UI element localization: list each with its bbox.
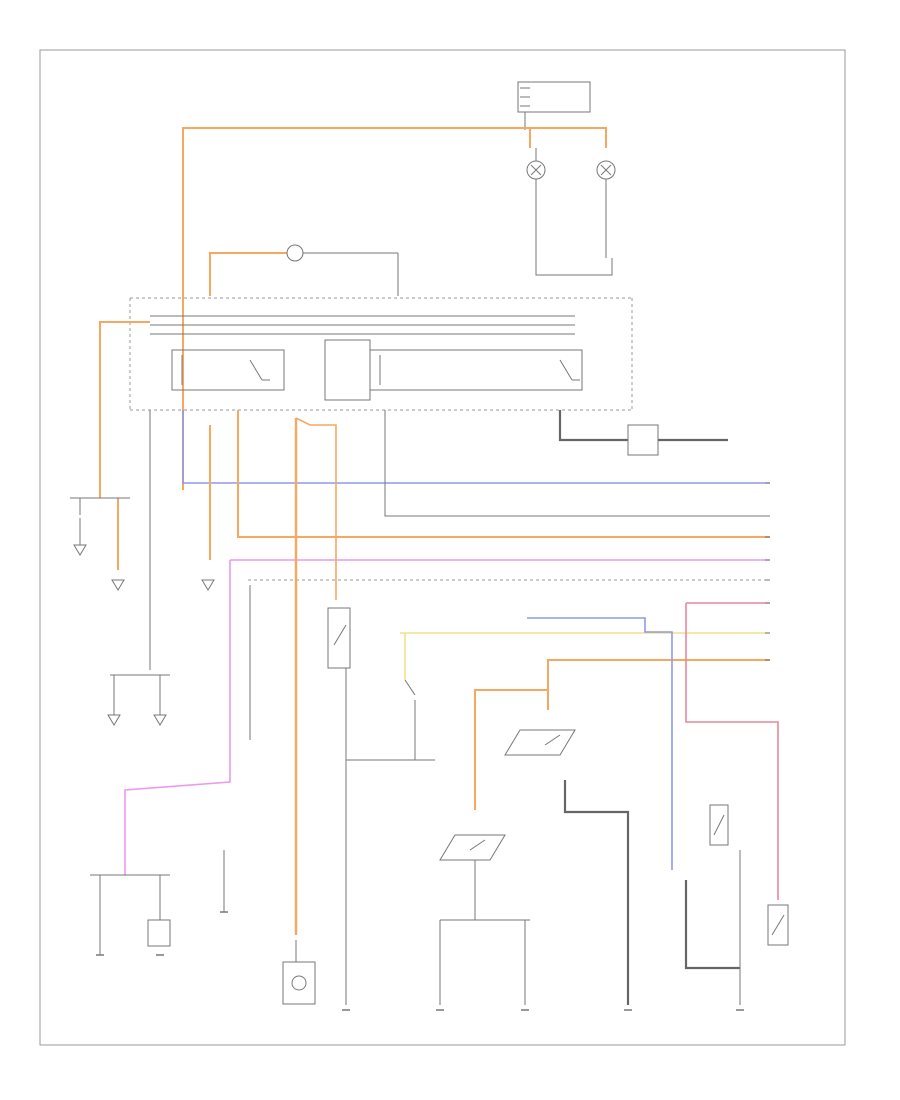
right-connector-ticks: [765, 482, 770, 661]
top-orange-feed: [182, 127, 607, 490]
right-courtesy-lamp: [596, 160, 616, 258]
top-fuse-box: [517, 81, 591, 113]
left-front-door-switch: [327, 607, 351, 1005]
courtesy-lamp-module: [282, 940, 316, 1005]
glove-box-lamp: [73, 518, 87, 556]
right-rear-door-switch: [439, 834, 506, 920]
trunk-lamp: [209, 244, 399, 296]
ground-symbols: [96, 911, 744, 1011]
hood-switch: [767, 904, 789, 946]
left-door-switch-relay: [171, 349, 285, 391]
left-rear-door-switch: [346, 679, 435, 761]
body-control-module: [129, 297, 633, 411]
right-front-door-switch: [504, 729, 576, 756]
left-courtesy-lamp: [526, 148, 546, 258]
diagram-frame: [39, 49, 846, 1046]
trunk-lid-switch: [709, 804, 729, 846]
right-door-switch-relay: [369, 349, 583, 391]
